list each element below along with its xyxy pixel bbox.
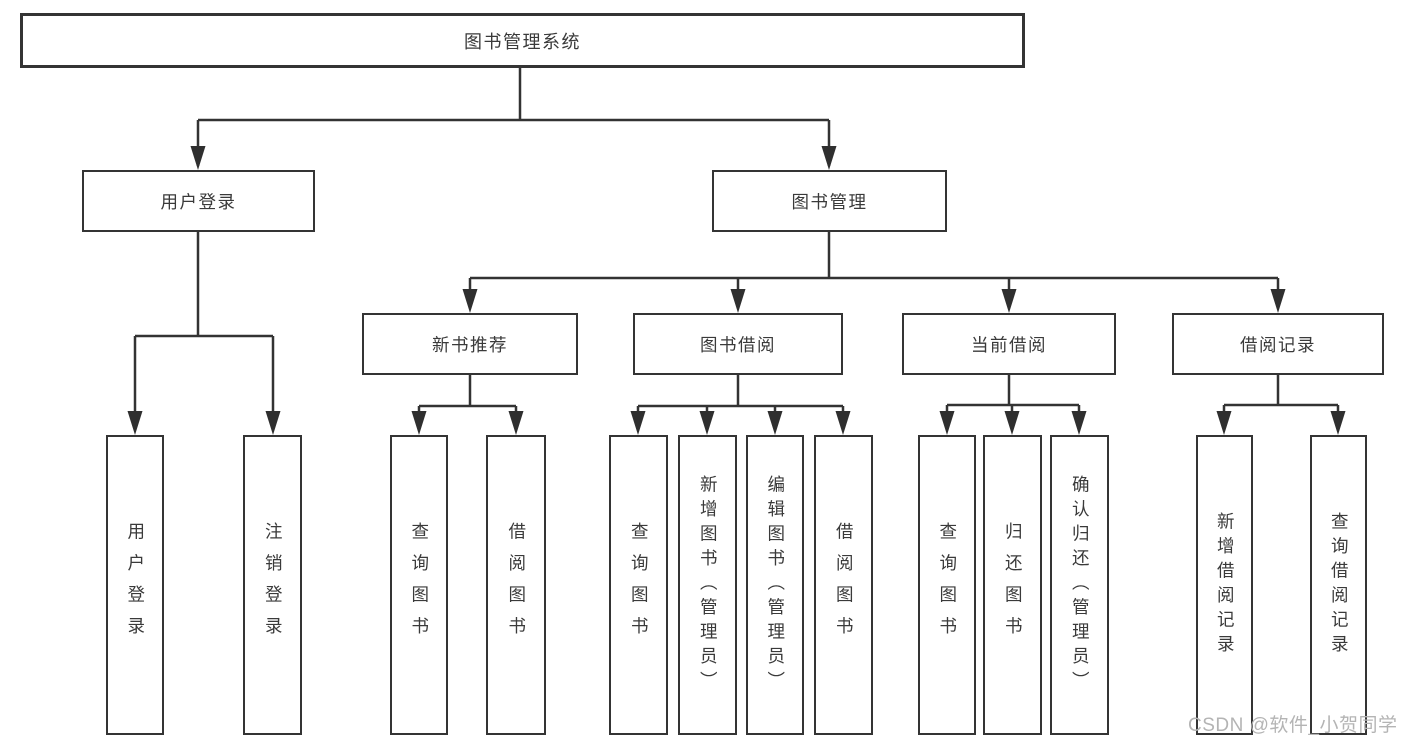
connector-new-book [417,375,518,430]
node-label: 借阅图书 [834,522,855,648]
node-book-borrow: 图书借阅 [633,313,843,375]
node-label: 用户登录 [160,191,237,212]
node-label: 图书借阅 [700,334,776,355]
leaf-query-books-recommend: 查询图书 [390,435,448,735]
arrow-icon [508,411,524,435]
arrow-icon [1330,411,1346,435]
node-label: 新书推荐 [432,334,508,355]
arrow-icon [411,411,427,435]
node-label: 新增借阅记录 [1215,511,1236,659]
connector-book-management [468,232,1280,308]
leaf-add-books-admin: 新增图书（管理员） [678,435,737,735]
node-label: 借阅记录 [1240,334,1316,355]
arrow-icon [1270,289,1286,313]
node-label: 查询图书 [409,522,430,648]
node-label: 确认归还（管理员） [1070,474,1091,696]
connector-root [196,68,831,166]
arrow-icon [462,289,478,313]
leaf-add-borrow-record: 新增借阅记录 [1196,435,1253,735]
node-current-borrow: 当前借阅 [902,313,1116,375]
leaf-borrow-books: 借阅图书 [814,435,873,735]
leaf-return-books: 归还图书 [983,435,1042,735]
node-root-system: 图书管理系统 [20,13,1025,68]
arrow-icon [821,146,837,170]
arrow-icon [767,411,783,435]
node-user-login-branch: 用户登录 [82,170,315,232]
connector-current-borrow [945,375,1081,430]
leaf-query-books-current: 查询图书 [918,435,976,735]
arrow-icon [265,411,281,435]
arrow-icon [1004,411,1020,435]
arrow-icon [699,411,715,435]
node-label: 借阅图书 [506,522,527,648]
arrow-icon [1001,289,1017,313]
node-label: 查询图书 [629,522,650,648]
arrow-icon [630,411,646,435]
connector-borrow-records [1222,375,1340,430]
node-label: 当前借阅 [971,334,1047,355]
connector-user-login [133,232,275,430]
leaf-query-borrow-record: 查询借阅记录 [1310,435,1367,735]
node-label: 用户登录 [125,522,146,648]
node-new-book-recommend: 新书推荐 [362,313,578,375]
node-label: 归还图书 [1003,522,1024,648]
node-label: 查询借阅记录 [1329,511,1350,659]
leaf-query-books-borrow: 查询图书 [609,435,668,735]
node-label: 编辑图书（管理员） [765,474,786,696]
node-label: 注销登录 [263,522,284,648]
arrow-icon [939,411,955,435]
node-label: 图书管理系统 [464,31,581,52]
node-label: 图书管理 [791,191,868,212]
arrow-icon [835,411,851,435]
leaf-edit-books-admin: 编辑图书（管理员） [746,435,804,735]
leaf-user-login: 用户登录 [106,435,164,735]
node-label: 新增图书（管理员） [698,474,719,696]
leaf-confirm-return-admin: 确认归还（管理员） [1050,435,1109,735]
node-borrow-records: 借阅记录 [1172,313,1384,375]
node-book-management: 图书管理 [712,170,947,232]
arrow-icon [127,411,143,435]
leaf-borrow-books-recommend: 借阅图书 [486,435,546,735]
leaf-logout: 注销登录 [243,435,302,735]
arrow-icon [1216,411,1232,435]
connector-book-borrow [636,375,845,430]
arrow-icon [730,289,746,313]
node-label: 查询图书 [937,522,958,648]
arrow-icon [1071,411,1087,435]
arrow-icon [190,146,206,170]
